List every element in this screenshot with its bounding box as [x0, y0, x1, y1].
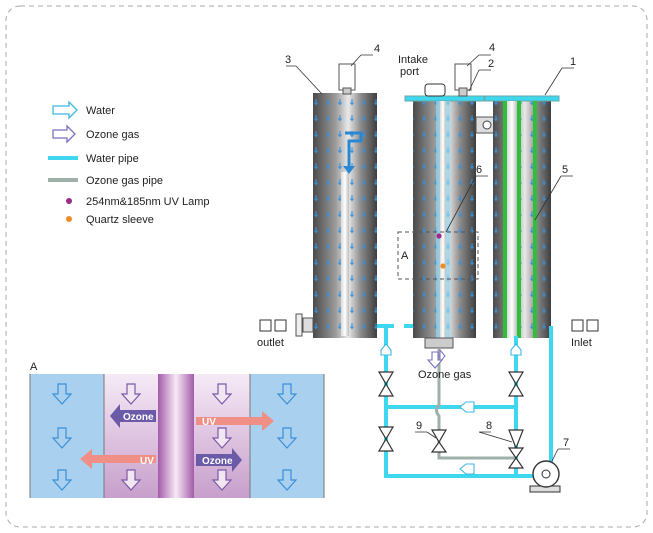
legend-water: Water — [86, 105, 115, 117]
tank-3 — [295, 63, 377, 338]
sensor-4a — [338, 63, 356, 91]
callout-7: 7 — [563, 437, 569, 449]
inset-uv-bottom-text: UV — [140, 456, 154, 467]
valve-left-top — [377, 371, 395, 397]
inset-uv-top-text: UV — [202, 417, 216, 428]
callout-9: 9 — [416, 420, 422, 432]
tank-3-flow-arrow — [345, 131, 363, 169]
tank-1-cap — [484, 95, 560, 102]
inset-uv-arrow-right — [196, 411, 274, 431]
callout-5: 5 — [562, 164, 568, 176]
legend-uv-lamp: 254nm&185nm UV Lamp — [86, 196, 210, 208]
tank-2 — [397, 63, 497, 349]
legend-ozone-gas: Ozone gas — [86, 129, 140, 141]
callout-2: 2 — [488, 58, 494, 70]
legend-water-pipe: Water pipe — [86, 153, 139, 165]
callout-lines — [286, 54, 574, 462]
legend: Water Ozone gas Water pipe Ozone gas pip… — [48, 100, 210, 226]
uv-lamp-dot-icon — [66, 198, 72, 204]
tank-2-gas-outlet — [424, 337, 454, 349]
inset-ozone-arrow-bottom — [196, 448, 242, 472]
pump-7 — [529, 460, 561, 493]
outer-frame — [5, 5, 648, 528]
legend-ozone-gas-pipe: Ozone gas pipe — [86, 175, 163, 187]
valve-9 — [430, 429, 448, 444]
inset-lamp — [158, 374, 194, 498]
inset-uv-arrow-left — [80, 449, 156, 469]
callout-3: 3 — [285, 54, 291, 66]
outlet-label: outlet — [257, 337, 284, 349]
inset-a-label: A — [30, 361, 38, 373]
callout-1: 1 — [570, 56, 576, 68]
callout-4a: 4 — [374, 43, 380, 55]
inlet-label: Inlet — [571, 337, 592, 349]
legend-quartz-sleeve: Quartz sleeve — [86, 214, 154, 226]
intake-port-label-2: port — [400, 66, 419, 78]
gas-pipe — [435, 348, 516, 460]
sensor-4b — [454, 63, 472, 91]
tank-1 — [484, 95, 560, 338]
callout-6: 6 — [476, 164, 482, 176]
valve-left-bottom — [377, 426, 395, 452]
tank-2-lamp — [440, 101, 446, 338]
gas-pipes — [435, 348, 516, 460]
water-arrow-icon — [52, 100, 78, 120]
valve-right-top — [507, 371, 525, 397]
io-squares — [259, 319, 599, 332]
detail-a-label: A — [401, 250, 409, 262]
inset-ozone-top-text: Ozone — [123, 412, 154, 423]
quartz-dot-icon — [66, 216, 72, 222]
water-pipes — [377, 324, 553, 478]
intake-port-label-1: Intake — [398, 54, 428, 66]
valves — [377, 371, 525, 469]
callout-8: 8 — [486, 420, 492, 432]
callout-4b: 4 — [489, 42, 495, 54]
intake-port — [424, 83, 446, 97]
inset-ozone-bottom-text: Ozone — [202, 456, 233, 467]
inset-a: Ozone Ozone UV UV — [29, 374, 325, 498]
ozone-arrow-icon — [52, 124, 76, 144]
flow-arrows — [380, 343, 522, 475]
tank-2-cap — [404, 95, 485, 102]
tank-3-inner-tube — [341, 172, 349, 336]
ozone-gas-label: Ozone gas — [418, 369, 472, 381]
check-valve-8 — [508, 429, 524, 450]
inset-ozone-arrow-top — [110, 404, 156, 428]
